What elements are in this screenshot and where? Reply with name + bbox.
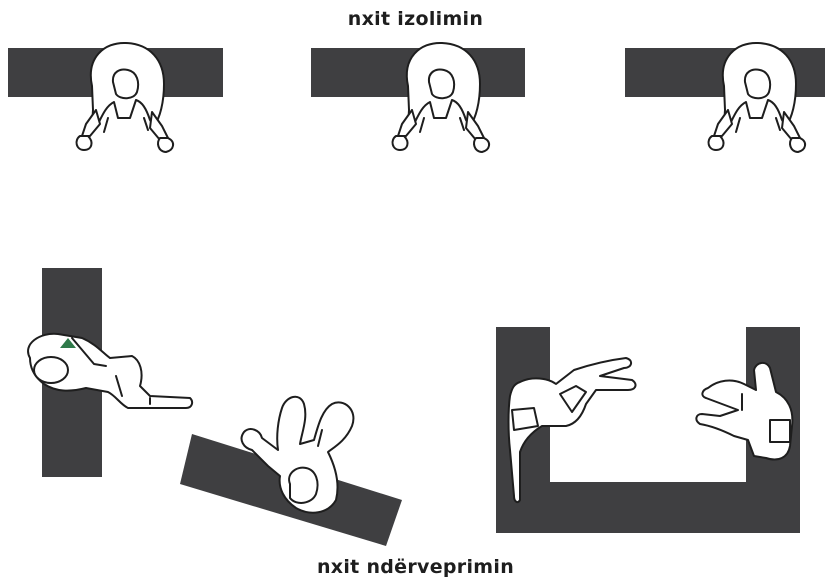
right-figure-head <box>770 420 790 442</box>
interaction-panel-vertical-bar <box>28 268 192 477</box>
interaction-panel-tilted-bar <box>180 397 402 546</box>
figure-head <box>289 468 317 503</box>
bottom-caption: nxit ndërveprimin <box>0 556 831 578</box>
isolation-panel-2 <box>311 43 525 152</box>
isolation-panel-3 <box>625 43 825 152</box>
interaction-panel-u-structure <box>496 327 800 533</box>
figure-head <box>34 357 68 383</box>
left-figure-head <box>512 408 538 430</box>
isolation-panel-1 <box>8 43 223 152</box>
